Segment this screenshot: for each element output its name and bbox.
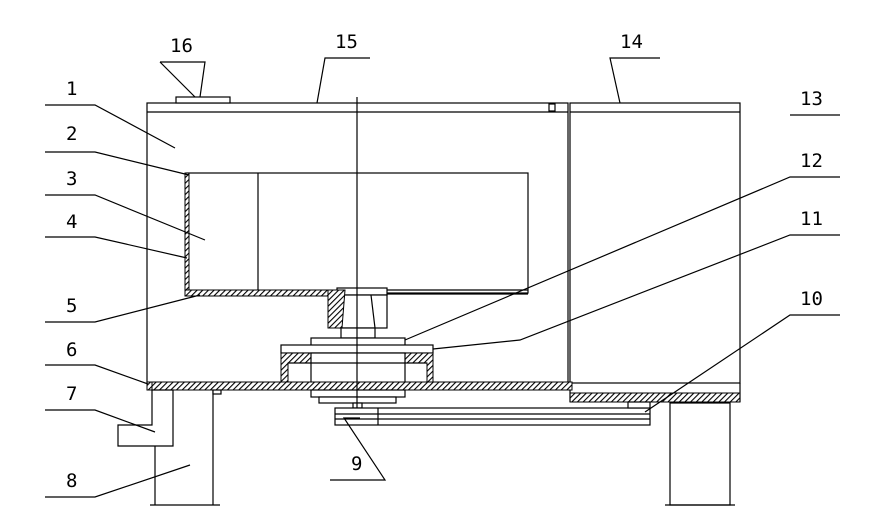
label-10: 10 bbox=[800, 288, 823, 310]
label-8: 8 bbox=[66, 470, 77, 492]
label-14: 14 bbox=[620, 31, 643, 53]
label-16: 16 bbox=[170, 35, 193, 57]
base-plate bbox=[146, 381, 573, 391]
label-6: 6 bbox=[66, 339, 77, 361]
right-housing bbox=[569, 102, 741, 403]
legs bbox=[150, 389, 735, 506]
label-7: 7 bbox=[66, 383, 77, 405]
label-13: 13 bbox=[800, 88, 823, 110]
label-4: 4 bbox=[66, 211, 77, 233]
label-3: 3 bbox=[66, 168, 77, 190]
outlet-pipe bbox=[117, 389, 174, 447]
leader-lines bbox=[45, 57, 840, 498]
cap-16 bbox=[175, 96, 231, 104]
label-5: 5 bbox=[66, 295, 77, 317]
label-12: 12 bbox=[800, 150, 823, 172]
label-9: 9 bbox=[351, 453, 362, 475]
label-1: 1 bbox=[66, 78, 77, 100]
label-2: 2 bbox=[66, 123, 77, 145]
hub bbox=[327, 287, 388, 339]
label-11: 11 bbox=[800, 208, 823, 230]
label-15: 15 bbox=[335, 31, 358, 53]
